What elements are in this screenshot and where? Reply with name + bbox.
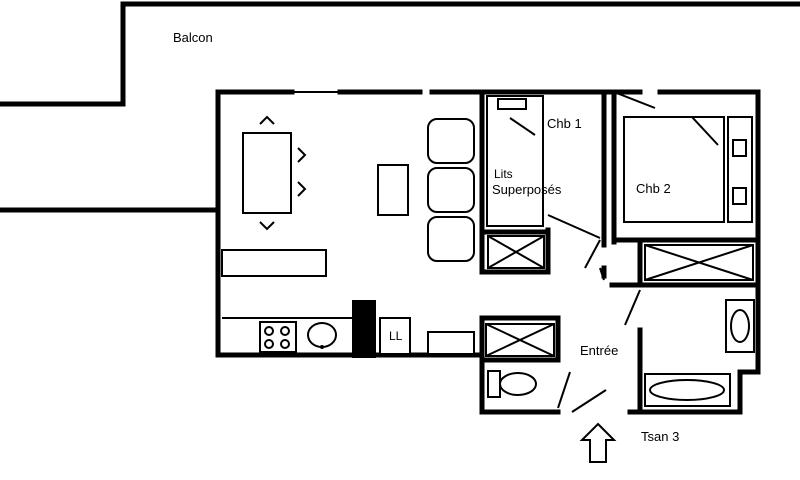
toilet-icon xyxy=(487,370,537,398)
balcony-outline xyxy=(0,1,800,213)
interior-walls xyxy=(479,89,761,415)
bedroom1-label: Chb 1 xyxy=(547,116,582,131)
washer-mark: LL xyxy=(389,329,403,343)
bedroom2-label: Chb 2 xyxy=(636,181,671,196)
plan-caption: Tsan 3 xyxy=(641,429,679,444)
bunk-beds-label-line2: Superposés xyxy=(492,182,562,197)
kitchen: LL xyxy=(221,249,475,358)
fridge-block xyxy=(352,300,376,358)
bed-icon-bunk xyxy=(486,95,544,227)
counter-box xyxy=(427,331,475,355)
balcony-label: Balcon xyxy=(173,30,213,45)
bathtub-icon xyxy=(644,373,731,407)
wc-storage xyxy=(485,323,555,357)
wardrobe xyxy=(487,235,545,269)
bathroom-basin xyxy=(725,299,755,353)
table-icon xyxy=(242,115,307,231)
doors xyxy=(292,91,656,413)
entrance-arrow-icon xyxy=(579,422,617,463)
bed-icon xyxy=(623,116,753,223)
coffee-table xyxy=(377,164,409,216)
bunk-beds-label-line1: Lits xyxy=(494,167,513,181)
sink-icon xyxy=(307,322,337,349)
sofa-icon xyxy=(427,118,475,262)
shower-icon xyxy=(644,244,754,281)
hob-icon xyxy=(259,321,297,353)
entrance-label: Entrée xyxy=(580,343,618,358)
washer-box xyxy=(379,317,411,355)
